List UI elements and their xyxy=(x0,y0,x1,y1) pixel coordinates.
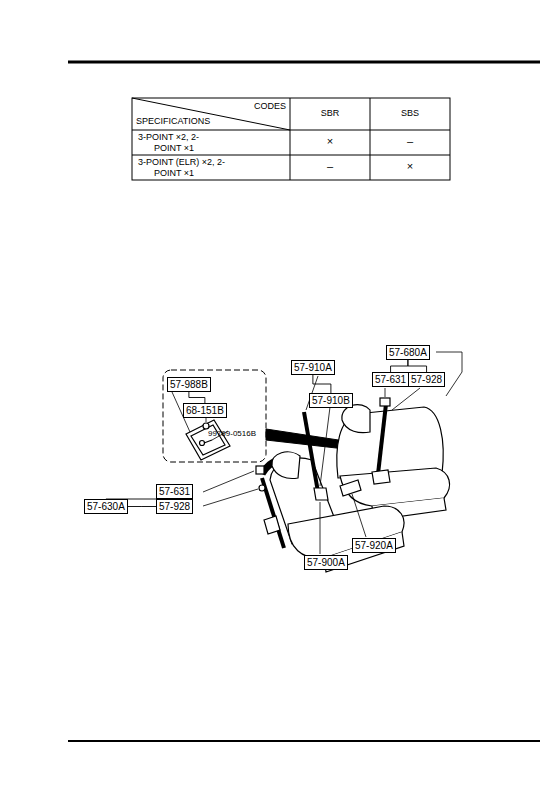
table-cell: CODES xyxy=(240,101,286,112)
part-number: 57-928 xyxy=(159,501,190,512)
bracket-line xyxy=(189,392,205,403)
inset-frame xyxy=(163,370,266,462)
callout-number: 57-680A xyxy=(386,345,430,360)
part-number: 57-630A xyxy=(87,501,125,512)
part-number: 57-920A xyxy=(355,540,393,551)
part-number: 57-631 xyxy=(375,374,406,385)
callout-number: 68-151B xyxy=(183,403,227,418)
bracket-line xyxy=(391,360,408,372)
callout-number: 57-631 xyxy=(372,372,409,387)
belts xyxy=(256,398,390,548)
callout-number: 57-988B xyxy=(167,377,211,392)
table-cell: SBS xyxy=(390,108,430,119)
front-seat xyxy=(270,452,404,572)
table-cell: – xyxy=(310,161,350,172)
callout-number: 57-928 xyxy=(408,372,445,387)
part-number: 99769-0516B xyxy=(208,428,256,439)
part-number: 57-680A xyxy=(389,347,427,358)
part-number: 57-928 xyxy=(411,374,442,385)
table-cell: × xyxy=(310,136,350,147)
bottom-rule xyxy=(68,740,540,742)
table-cell: 3-POINT (ELR) ×2, 2-POINT ×1 xyxy=(138,157,238,179)
table-cell: × xyxy=(390,161,430,172)
part-number: 57-910A xyxy=(294,362,332,373)
callout-number: 57-910B xyxy=(309,393,353,408)
part-number: 57-900A xyxy=(307,557,345,568)
callout-number: 57-630A xyxy=(84,499,128,514)
bracket-line xyxy=(313,375,331,393)
table-cell: SBR xyxy=(310,108,350,119)
part-number: 57-631 xyxy=(159,486,190,497)
callout-number: 57-920A xyxy=(352,538,396,553)
table-cell: 3-POINT ×2, 2-POINT ×1 xyxy=(138,132,213,154)
bracket-line xyxy=(128,506,156,507)
callout-number: 57-631 xyxy=(156,484,193,499)
top-rule xyxy=(68,61,540,64)
callout-number: 57-928 xyxy=(156,499,193,514)
part-number: 68-151B xyxy=(186,405,224,416)
rear-seat xyxy=(337,405,450,520)
leader-lines xyxy=(172,352,462,554)
spec-table xyxy=(132,98,450,180)
part-number: 57-988B xyxy=(170,379,208,390)
buckle-cover xyxy=(186,420,230,460)
bracket-line xyxy=(408,360,427,372)
part-number: 57-910B xyxy=(312,395,350,406)
table-cell: – xyxy=(390,136,430,147)
callout-number: 57-910A xyxy=(291,360,335,375)
table-cell: SPECIFICATIONS xyxy=(136,116,210,127)
callout-number: 57-900A xyxy=(304,555,348,570)
